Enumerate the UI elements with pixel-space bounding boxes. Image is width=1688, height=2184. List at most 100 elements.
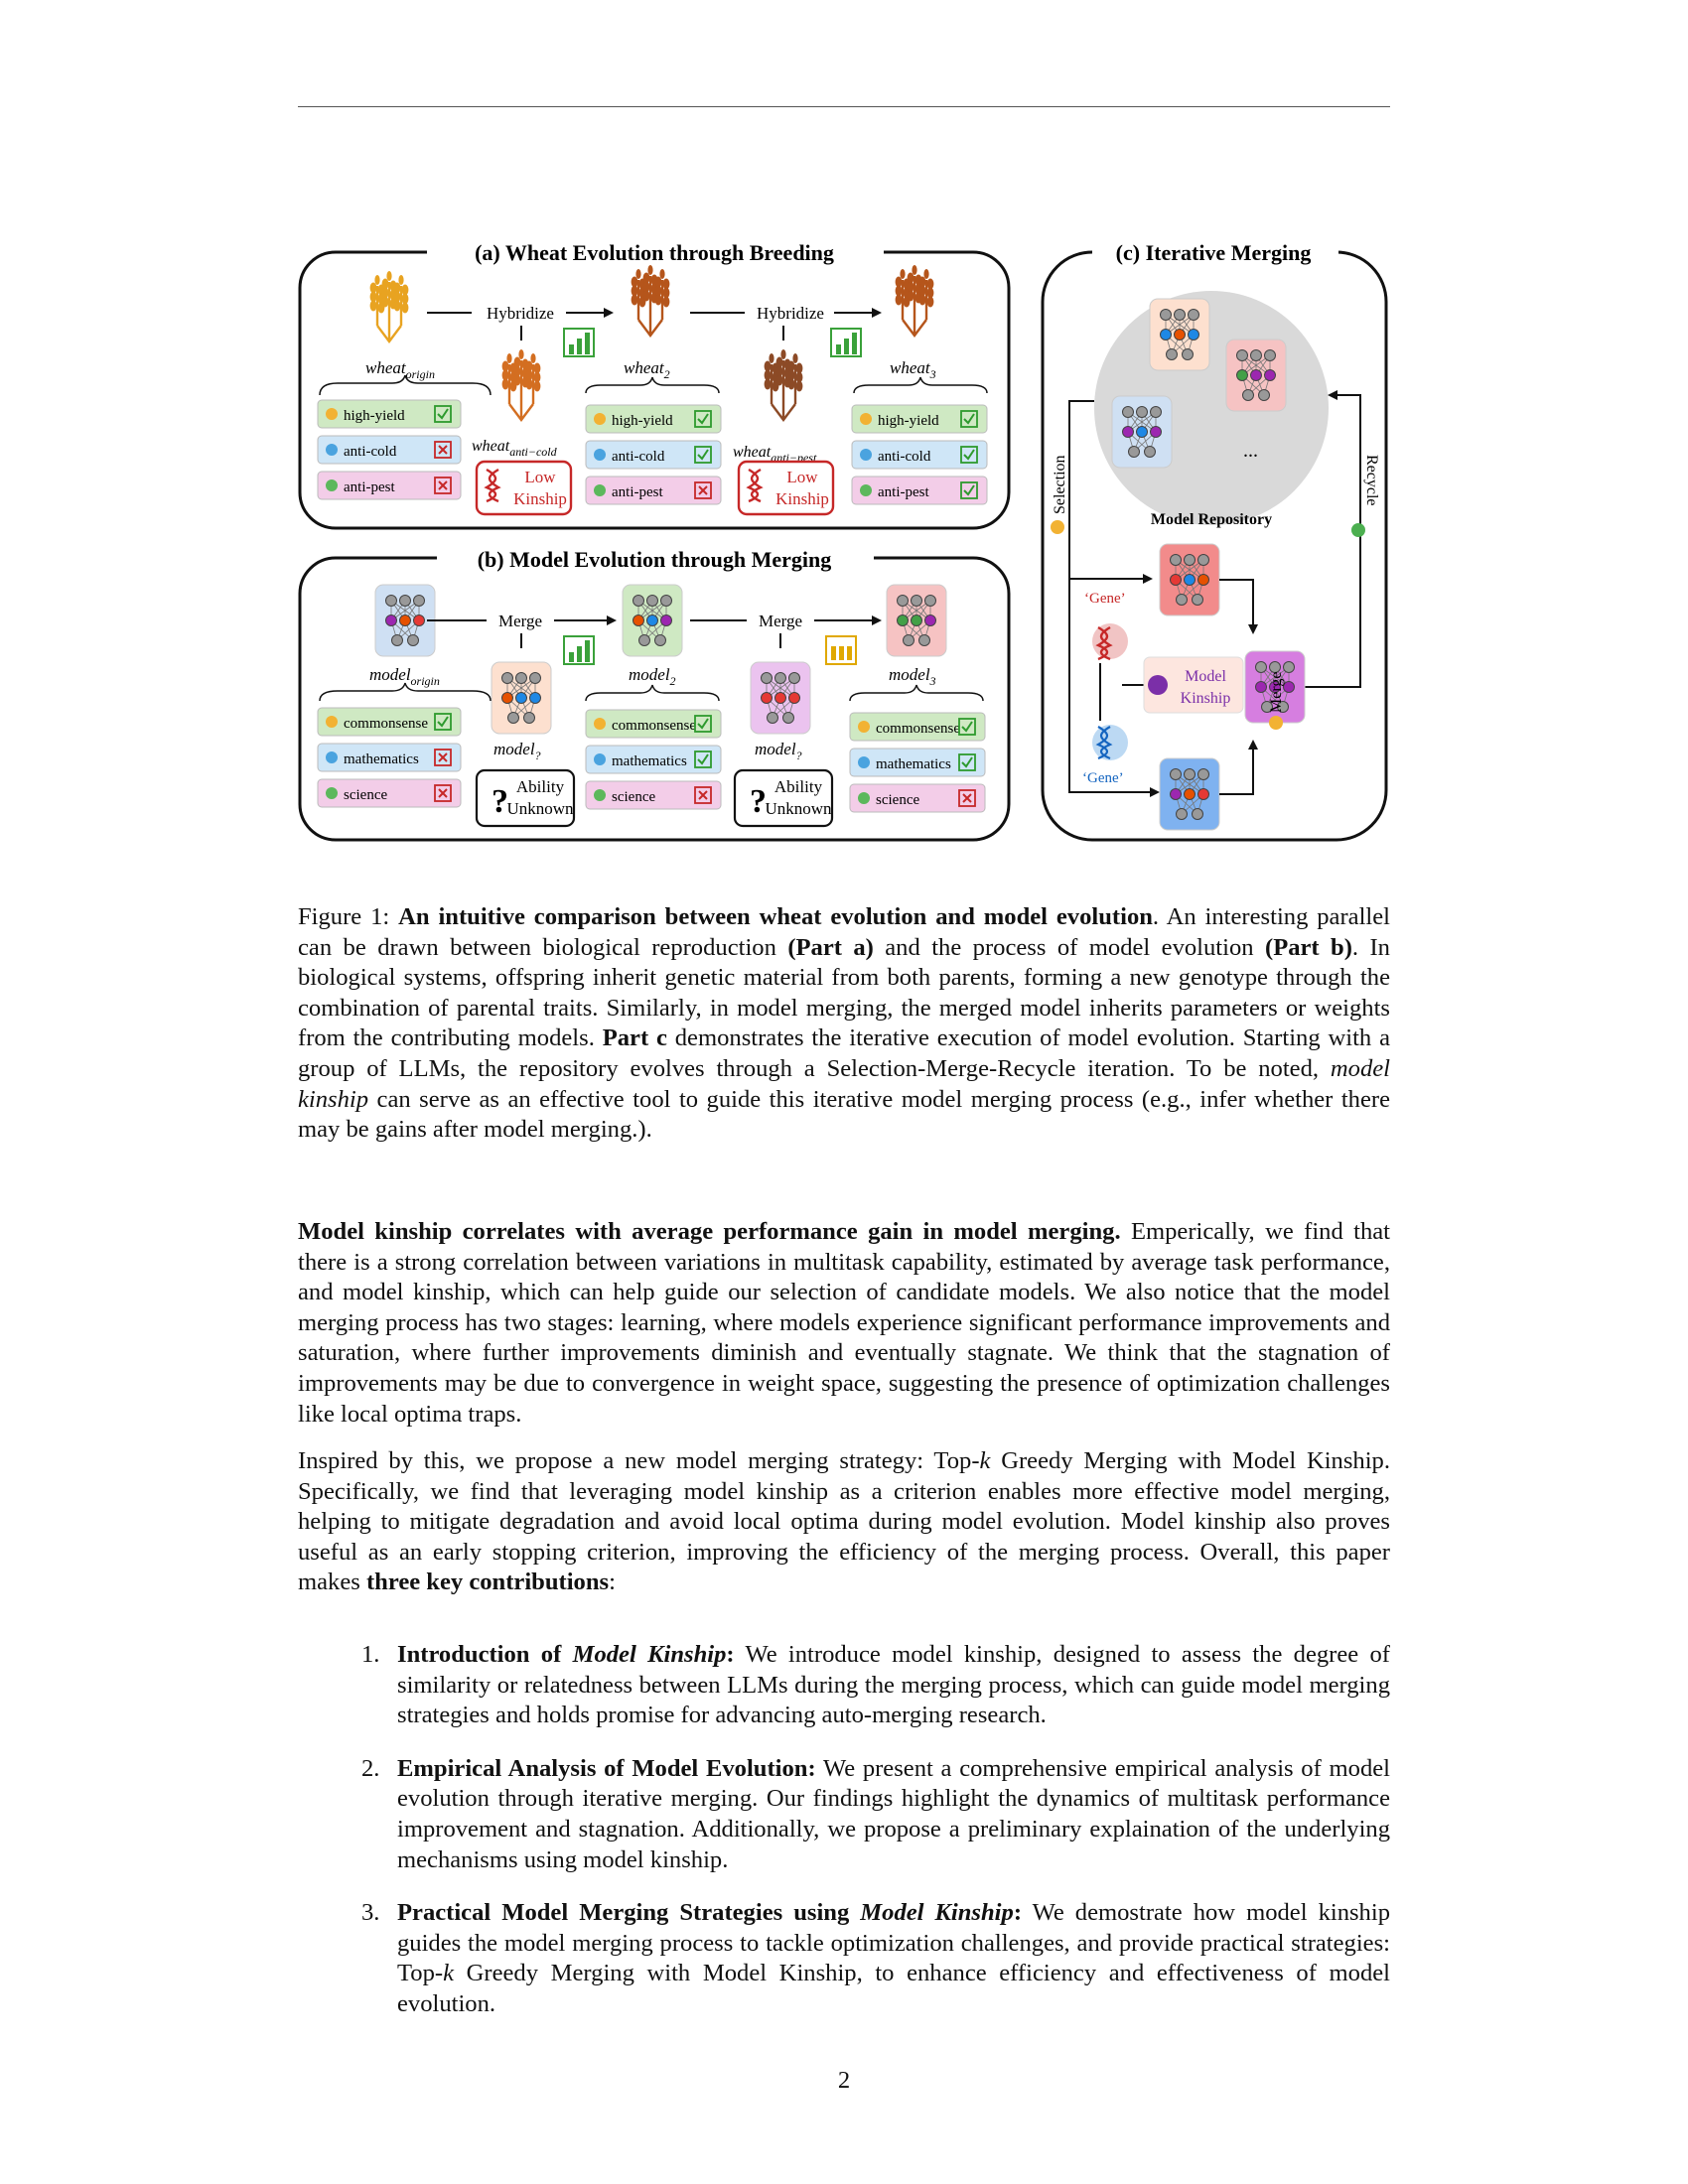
trait-label: anti-cold — [344, 444, 397, 460]
trait-icon — [860, 413, 872, 425]
trait-label: high-yield — [878, 413, 939, 429]
low-kinship-badge-2: Low Kinship — [737, 460, 835, 516]
low-kinship-badge-1: Low Kinship — [475, 460, 573, 516]
repo-ellipsis: ... — [1243, 440, 1258, 462]
model-unknown-1-label: model? — [493, 740, 541, 762]
recycle-label: Recycle — [1363, 455, 1380, 506]
list-item: 1.Introduction of Model Kinship: We intr… — [361, 1641, 1390, 1729]
ability-label: commonsense — [344, 716, 428, 732]
ability-label: science — [876, 792, 919, 808]
wheat-origin-icon — [370, 271, 409, 341]
ability-unknown-badge-2: ? Ability Unknown — [733, 768, 834, 828]
ability-icon — [858, 721, 870, 733]
head-profile-red-icon — [1092, 623, 1128, 661]
trait-icon — [594, 449, 606, 461]
svg-text:Ability: Ability — [774, 777, 823, 796]
ability-row: mathematics — [317, 743, 462, 772]
model-origin-label: modelorigin — [369, 665, 440, 688]
model-repository-label: Model Repository — [1151, 511, 1272, 528]
ability-icon — [594, 789, 606, 801]
gene-label-1: ‘Gene’ — [1084, 591, 1126, 607]
wheat-3-icon — [896, 265, 934, 336]
ability-icon — [594, 718, 606, 730]
svg-text:Kinship: Kinship — [775, 489, 829, 508]
ability-label: mathematics — [344, 751, 419, 767]
merge-label-2: Merge — [759, 612, 802, 630]
ability-label: science — [344, 787, 387, 803]
question-icon: ? — [492, 783, 508, 820]
svg-text:Model: Model — [1185, 668, 1226, 685]
ability-label: mathematics — [612, 753, 687, 769]
emoji-icon — [1269, 716, 1283, 730]
list-item: 2.Empirical Analysis of Model Evolution:… — [361, 1754, 1390, 1873]
ability-list-3: commonsense mathematics science — [849, 712, 986, 813]
ability-row: commonsense — [317, 707, 462, 737]
svg-text:Unknown: Unknown — [765, 799, 832, 818]
model-unknown-2-icon — [750, 661, 811, 735]
ability-list-origin: commonsense mathematics science — [317, 707, 462, 808]
repo-model-icon — [1111, 395, 1173, 469]
question-icon: ? — [750, 783, 767, 820]
bar-chart-icon — [563, 635, 595, 665]
ability-row: commonsense — [849, 712, 986, 742]
paragraph-kinship-correlation: Model kinship correlates with average pe… — [298, 1218, 1391, 1428]
trait-label: anti-pest — [878, 484, 929, 500]
trait-label: high-yield — [344, 408, 405, 424]
panel-b-title: (b) Model Evolution through Merging — [478, 547, 832, 572]
svg-text:Low: Low — [786, 468, 818, 486]
ability-row: mathematics — [585, 745, 722, 774]
panel-c: (c) Iterative Merging ... Model Reposito… — [1041, 238, 1388, 842]
svg-text:Ability: Ability — [516, 777, 565, 796]
head-profile-blue-icon — [1092, 725, 1128, 760]
trait-list-3: high-yield anti-cold anti-pest — [851, 404, 988, 505]
ability-icon — [858, 792, 870, 804]
hybridize-label-1: Hybridize — [487, 304, 554, 323]
wheat-3-label: wheat3 — [890, 358, 936, 381]
wheat-2-label: wheat2 — [624, 358, 670, 381]
model-unknown-1-icon — [491, 661, 552, 735]
merge-label-c: Merge — [1268, 672, 1285, 713]
trait-icon — [326, 444, 338, 456]
bar-chart-flat-icon — [825, 635, 857, 665]
trait-icon — [326, 408, 338, 420]
trait-row: anti-cold — [851, 440, 988, 470]
ability-row: science — [849, 783, 986, 813]
ability-label: mathematics — [876, 756, 951, 772]
bar-chart-icon — [830, 328, 862, 357]
ability-icon — [858, 756, 870, 768]
model-origin-icon — [374, 584, 436, 657]
gene-label-2: ‘Gene’ — [1082, 770, 1124, 786]
brain-icon — [1148, 675, 1168, 695]
trait-icon — [594, 484, 606, 496]
trait-row: anti-pest — [851, 476, 988, 505]
merge-label-1: Merge — [498, 612, 542, 630]
emoji-icon — [1051, 520, 1064, 534]
model-3-label: model3 — [889, 665, 936, 688]
ability-row: science — [317, 778, 462, 808]
trait-label: high-yield — [612, 413, 673, 429]
ability-label: commonsense — [612, 718, 696, 734]
svg-text:Kinship: Kinship — [513, 489, 567, 508]
trait-label: anti-cold — [878, 449, 931, 465]
trait-label: anti-pest — [612, 484, 663, 500]
list-item: 3.Practical Model Merging Strategies usi… — [361, 1899, 1390, 2017]
ability-icon — [594, 753, 606, 765]
selected-model-1-icon — [1159, 543, 1220, 616]
paragraph-inspired: Inspired by this, we propose a new model… — [298, 1447, 1390, 1596]
panel-a-title: (a) Wheat Evolution through Breeding — [475, 240, 834, 265]
trait-row: high-yield — [317, 399, 462, 429]
wheat-2-icon — [632, 265, 670, 336]
trait-icon — [326, 479, 338, 491]
panel-c-title: (c) Iterative Merging — [1116, 240, 1312, 265]
selection-label: Selection — [1052, 455, 1068, 514]
recycle-icon — [1351, 523, 1365, 537]
bar-chart-icon — [563, 328, 595, 357]
trait-row: anti-cold — [317, 435, 462, 465]
figure-1: (a) Wheat Evolution through Breeding Hyb… — [298, 238, 1388, 842]
svg-text:Unknown: Unknown — [506, 799, 574, 818]
ability-row: mathematics — [849, 748, 986, 777]
repo-model-icon — [1149, 298, 1210, 371]
model-2-icon — [622, 584, 683, 657]
